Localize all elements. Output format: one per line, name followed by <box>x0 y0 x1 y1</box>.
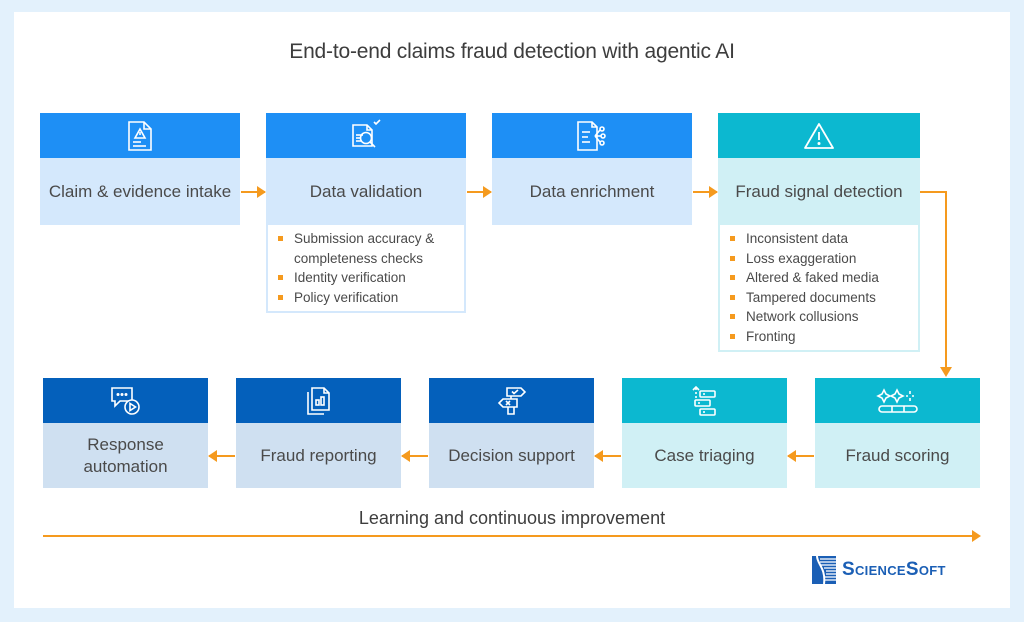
signpost-icon <box>495 385 529 417</box>
step-label: Fraud reporting <box>236 423 401 488</box>
sciencesoft-logo: ScienceSoft <box>812 556 946 584</box>
step-fraud-reporting: Fraud reporting <box>236 378 401 488</box>
flow-arrow <box>467 186 492 198</box>
sciencesoft-logo-text: ScienceSoft <box>842 559 946 580</box>
detail-item: Altered & faked media <box>730 268 910 288</box>
detail-item: Loss exaggeration <box>730 249 910 269</box>
step-decision-support: Decision support <box>429 378 594 488</box>
flow-arrow <box>693 186 718 198</box>
detail-item: Tampered documents <box>730 288 910 308</box>
flow-arrow <box>787 450 814 462</box>
flow-arrow <box>401 450 428 462</box>
step-label: Response automation <box>43 423 208 488</box>
step-fraud-scoring: Fraud scoring <box>815 378 980 488</box>
step-header <box>429 378 594 423</box>
step-label: Fraud scoring <box>815 423 980 488</box>
step-label: Case triaging <box>622 423 787 488</box>
step-header <box>236 378 401 423</box>
warning-triangle-icon <box>802 121 836 151</box>
document-warning-icon <box>127 120 153 152</box>
connector-line <box>920 191 947 193</box>
step-case-triaging: Case triaging <box>622 378 787 488</box>
detail-item: Network collusions <box>730 307 910 327</box>
flow-arrow <box>241 186 266 198</box>
step-label: Data validation <box>266 158 466 225</box>
document-search-check-icon <box>349 118 383 153</box>
priority-list-icon <box>690 384 720 418</box>
step-claim-intake: Claim & evidence intake <box>40 113 240 225</box>
learning-label: Learning and continuous improvement <box>358 508 666 528</box>
step-header <box>266 113 466 158</box>
step-fraud-signal-detection: Fraud signal detection <box>718 113 920 225</box>
step-label: Data enrichment <box>492 158 692 225</box>
step-response-automation: Response automation <box>43 378 208 488</box>
flow-arrow <box>594 450 621 462</box>
flow-arrow <box>208 450 235 462</box>
detail-item: Inconsistent data <box>730 229 910 249</box>
step-header <box>718 113 920 158</box>
step-header <box>492 113 692 158</box>
diagram-title: End-to-end claims fraud detection with a… <box>289 40 735 63</box>
validation-details-list: Submission accuracy & completeness check… <box>266 225 466 313</box>
report-chart-icon <box>305 385 333 417</box>
detail-item: Submission accuracy & completeness check… <box>278 229 456 268</box>
learning-arrow <box>43 530 981 542</box>
step-label: Claim & evidence intake <box>40 158 240 225</box>
detail-item: Policy verification <box>278 288 456 308</box>
sciencesoft-logo-icon <box>812 556 836 584</box>
step-header <box>622 378 787 423</box>
connector-arrowhead <box>940 367 952 377</box>
step-header <box>40 113 240 158</box>
fraud-signals-list: Inconsistent data Loss exaggeration Alte… <box>718 225 920 352</box>
detail-item: Fronting <box>730 327 910 347</box>
step-header <box>815 378 980 423</box>
detail-item: Identity verification <box>278 268 456 288</box>
step-header <box>43 378 208 423</box>
step-label: Decision support <box>429 423 594 488</box>
step-label: Fraud signal detection <box>718 158 920 225</box>
connector-line <box>945 191 947 368</box>
step-data-validation: Data validation <box>266 113 466 225</box>
document-network-icon <box>575 120 609 152</box>
sparkle-scale-icon <box>875 387 920 415</box>
chat-play-icon <box>109 385 143 417</box>
step-data-enrichment: Data enrichment <box>492 113 692 225</box>
